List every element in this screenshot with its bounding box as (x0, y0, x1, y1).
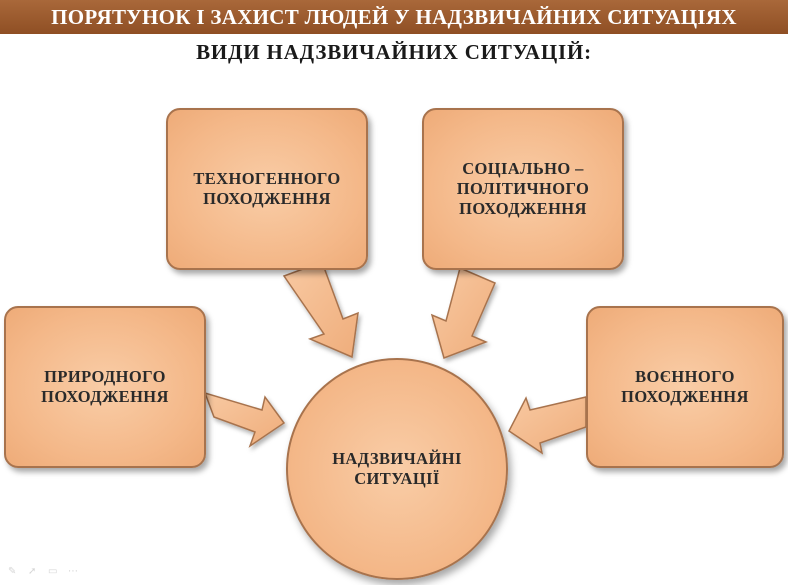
node-center-label: НАДЗВИЧАЙНІ СИТУАЦІЇ (332, 449, 462, 488)
node-technogenic: ТЕХНОГЕННОГО ПОХОДЖЕННЯ (166, 108, 368, 270)
arrow-natural (203, 391, 286, 448)
arrow-sociopolitical (430, 266, 496, 359)
arrow-technogenic (282, 261, 359, 359)
node-military: ВОЄННОГО ПОХОДЖЕННЯ (586, 306, 784, 468)
node-center: НАДЗВИЧАЙНІ СИТУАЦІЇ (286, 358, 508, 580)
node-natural-label: ПРИРОДНОГО ПОХОДЖЕННЯ (41, 367, 169, 406)
slide-banner-title: ПОРЯТУНОК І ЗАХИСТ ЛЮДЕЙ У НАДЗВИЧАЙНИХ … (0, 0, 788, 34)
pointer-icon[interactable]: ➚ (28, 566, 37, 577)
slideshow-controls: ✎ ➚ ▭ ⋯ (8, 567, 80, 577)
screen-icon[interactable]: ▭ (48, 566, 58, 577)
node-military-label: ВОЄННОГО ПОХОДЖЕННЯ (621, 367, 749, 406)
node-sociopolitical-label: СОЦІАЛЬНО – ПОЛІТИЧНОГО ПОХОДЖЕННЯ (456, 159, 590, 218)
more-icon[interactable]: ⋯ (68, 566, 78, 577)
node-natural: ПРИРОДНОГО ПОХОДЖЕННЯ (4, 306, 206, 468)
node-sociopolitical: СОЦІАЛЬНО – ПОЛІТИЧНОГО ПОХОДЖЕННЯ (422, 108, 624, 270)
node-technogenic-label: ТЕХНОГЕННОГО ПОХОДЖЕННЯ (193, 169, 341, 208)
slide-subtitle: ВИДИ НАДЗВИЧАЙНИХ СИТУАЦІЙ: (196, 40, 592, 64)
arrow-military (508, 396, 587, 455)
pen-icon[interactable]: ✎ (8, 566, 17, 577)
